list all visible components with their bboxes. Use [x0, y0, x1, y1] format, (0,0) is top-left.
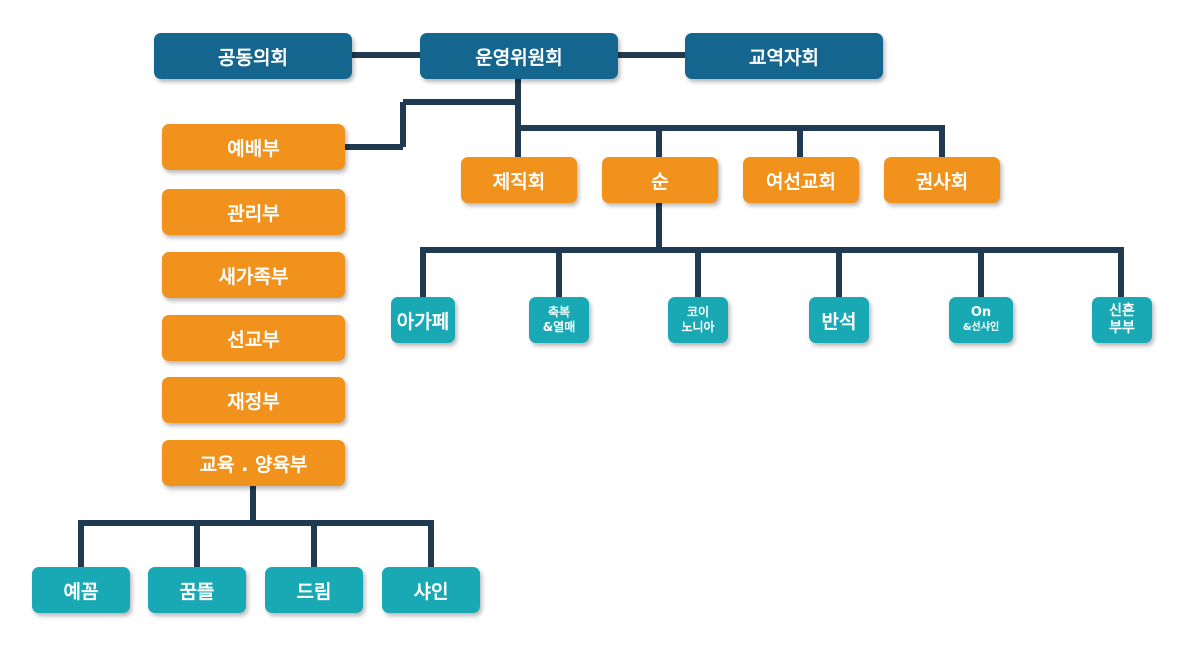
- edu-group-yekkom-label: 예꼼: [63, 580, 99, 603]
- soon-on-line1: On: [970, 305, 992, 320]
- soon-newlywed-box: 신혼 부부: [1092, 297, 1152, 343]
- steering-committee-box: 운영위원회: [420, 33, 618, 79]
- soon-banseok-box: 반석: [809, 297, 869, 343]
- dept-management-box: 관리부: [162, 189, 345, 235]
- soon-chukbok-line1: 축복: [547, 305, 571, 319]
- soon-newlywed-line2: 부부: [1109, 320, 1135, 336]
- dept-education-box: 교육 . 양육부: [162, 440, 345, 486]
- dept-management-label: 관리부: [227, 202, 280, 225]
- dept-mission-box: 선교부: [162, 315, 345, 361]
- edu-group-dream-box: 드림: [265, 567, 363, 613]
- committee-soon-box: 순: [602, 157, 718, 203]
- soon-banseok-label: 반석: [821, 310, 857, 333]
- soon-agape-box: 아가페: [391, 297, 455, 343]
- committee-deacons-label: 제직회: [492, 170, 546, 193]
- dept-worship-box: 예배부: [162, 124, 345, 170]
- committee-womens-mission-label: 여선교회: [766, 170, 836, 193]
- soon-newlywed-line1: 신혼: [1109, 303, 1135, 319]
- clergy-meeting-label: 교역자회: [749, 46, 819, 69]
- soon-koinonia-box: 코이 노니아: [668, 297, 728, 343]
- edu-group-dream-label: 드림: [296, 580, 332, 603]
- committee-womens-mission-box: 여선교회: [743, 157, 859, 203]
- soon-agape-label: 아가페: [396, 310, 450, 333]
- dept-newcomer-label: 새가족부: [218, 265, 289, 288]
- dept-mission-label: 선교부: [227, 328, 280, 351]
- committee-deacons-box: 제직회: [461, 157, 577, 203]
- soon-koinonia-line2: 노니아: [681, 320, 715, 334]
- dept-finance-box: 재정부: [162, 377, 345, 423]
- committee-deaconesses-box: 권사회: [884, 157, 1000, 203]
- soon-on-line2: &선샤인: [962, 322, 1000, 333]
- soon-chukbok-box: 축복 &열매: [529, 297, 589, 343]
- soon-chukbok-line2: &열매: [542, 320, 576, 334]
- dept-worship-label: 예배부: [227, 137, 280, 160]
- committee-deaconesses-label: 권사회: [915, 170, 969, 193]
- edu-group-shine-label: 샤인: [413, 580, 449, 603]
- joint-assembly-label: 공동의회: [218, 46, 288, 69]
- soon-on-box: On &선샤인: [949, 297, 1013, 343]
- edu-group-kkumtteul-box: 꿈뜰: [148, 567, 246, 613]
- edu-group-shine-box: 샤인: [382, 567, 480, 613]
- joint-assembly-box: 공동의회: [154, 33, 352, 79]
- clergy-meeting-box: 교역자회: [685, 33, 883, 79]
- edu-group-kkumtteul-label: 꿈뜰: [179, 580, 215, 603]
- dept-finance-label: 재정부: [227, 390, 280, 413]
- dept-newcomer-box: 새가족부: [162, 252, 345, 298]
- dept-education-label: 교육 . 양육부: [199, 453, 308, 476]
- committee-soon-label: 순: [651, 170, 669, 193]
- edu-group-yekkom-box: 예꼼: [32, 567, 130, 613]
- soon-koinonia-line1: 코이: [686, 305, 710, 319]
- steering-committee-label: 운영위원회: [475, 46, 563, 69]
